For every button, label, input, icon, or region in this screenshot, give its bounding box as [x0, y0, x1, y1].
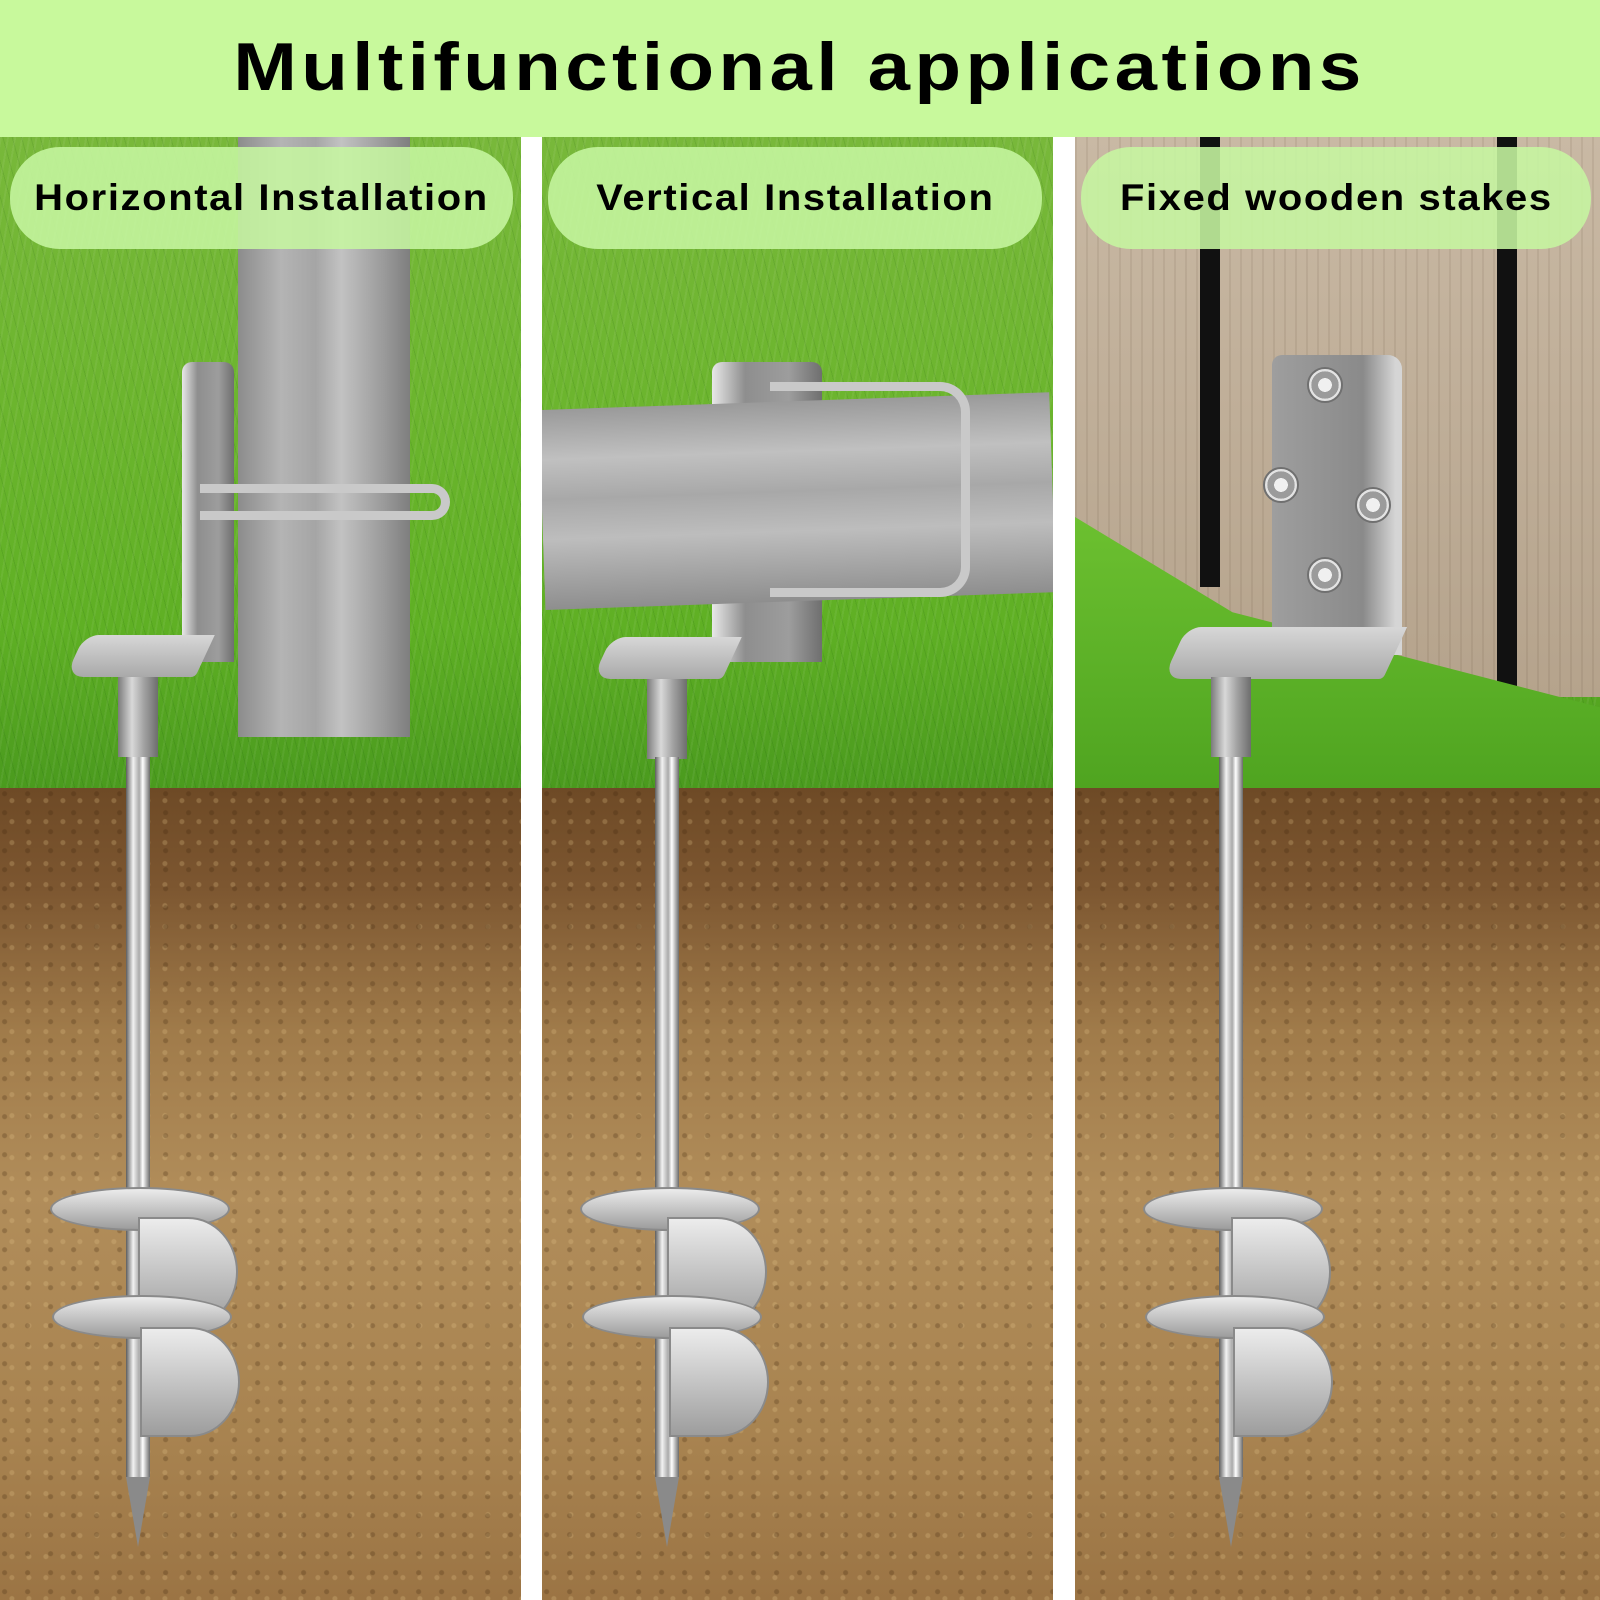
auger-tip-icon	[1219, 1477, 1243, 1547]
panel-label: Fixed wooden stakes	[1119, 177, 1553, 218]
auger-tip-icon	[126, 1477, 150, 1547]
screw-icon	[1307, 367, 1343, 403]
label-pill: Vertical Installation	[548, 147, 1042, 249]
fence-gap	[1200, 137, 1220, 587]
label-pill: Horizontal Installation	[10, 147, 513, 249]
u-bolt-icon	[200, 484, 450, 520]
auger-helix-icon	[1233, 1327, 1333, 1437]
auger-helix-icon	[140, 1327, 240, 1437]
hex-collar-icon	[647, 679, 687, 759]
bracket-base-icon	[592, 637, 742, 679]
u-bolt-icon	[770, 382, 970, 597]
header-banner: Multifunctional applications	[0, 0, 1600, 137]
fence-gap	[1497, 137, 1517, 697]
soil-background	[1075, 788, 1600, 1600]
screw-icon	[1307, 557, 1343, 593]
page-title: Multifunctional applications	[233, 28, 1367, 105]
hex-collar-icon	[118, 677, 158, 757]
panel-label: Horizontal Installation	[34, 177, 489, 218]
screw-icon	[1355, 487, 1391, 523]
panel-label: Vertical Installation	[595, 177, 995, 218]
screw-icon	[1263, 467, 1299, 503]
label-pill: Fixed wooden stakes	[1081, 147, 1591, 249]
panel-vertical-installation: Vertical Installation	[542, 137, 1053, 1600]
bracket-base-icon	[65, 635, 215, 677]
auger-tip-icon	[655, 1477, 679, 1547]
auger-helix-icon	[669, 1327, 769, 1437]
panel-fixed-wooden-stakes: Fixed wooden stakes	[1075, 137, 1600, 1600]
hex-collar-icon	[1211, 677, 1251, 757]
bracket-base-icon	[1162, 627, 1408, 679]
panel-horizontal-installation: Horizontal Installation	[0, 137, 521, 1600]
